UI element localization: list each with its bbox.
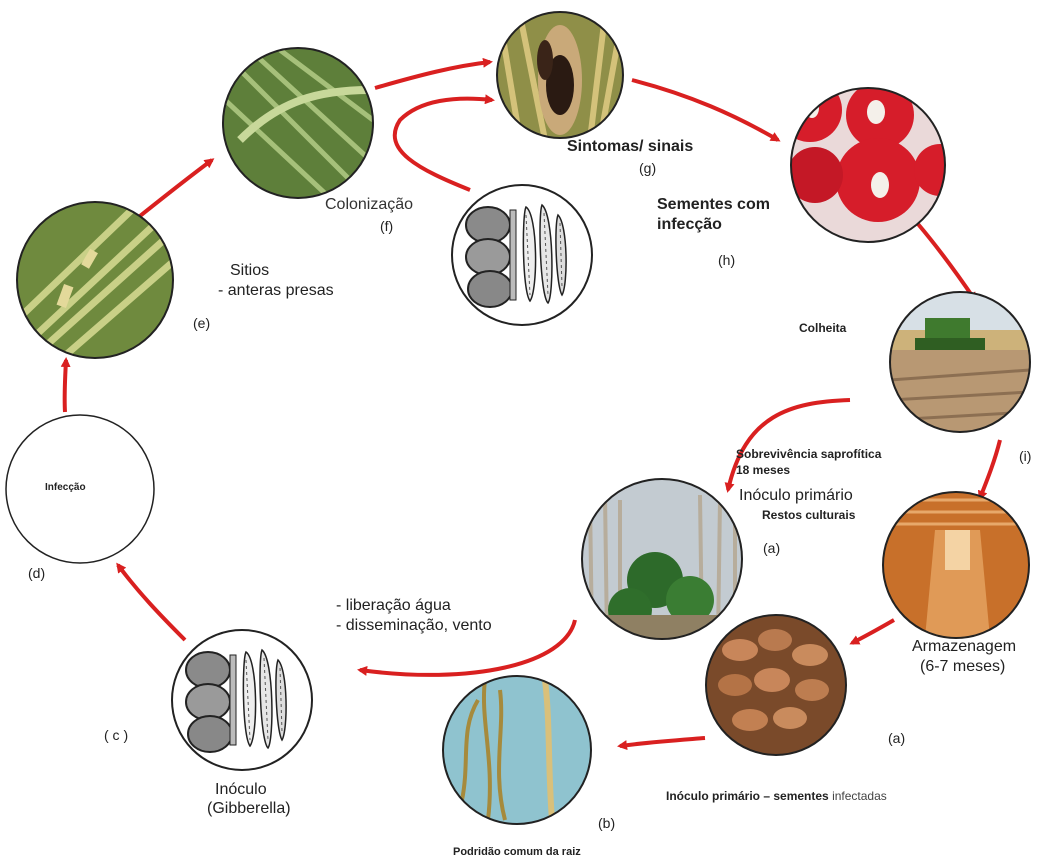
inoculo-primario-label: Inóculo primário bbox=[739, 487, 853, 505]
inoculo-sementes-label: Inóculo primário – sementes infectadas bbox=[666, 790, 887, 804]
b-letter: (b) bbox=[598, 815, 615, 831]
arrow-sementes-to-colheita bbox=[918, 224, 975, 300]
armazenagem-label-1: Armazenagem bbox=[912, 638, 1016, 656]
inoculo-sementes-light: infectadas bbox=[832, 789, 887, 803]
arrow-sementes-to-raiz bbox=[620, 738, 705, 746]
e-letter: (e) bbox=[193, 315, 210, 331]
arrow-infeccao-to-sitios bbox=[65, 360, 66, 412]
arrow-sintomas-to-sementes bbox=[632, 80, 778, 140]
a-letter-top: (a) bbox=[763, 540, 780, 556]
arrow-colonizacao-to-sintomas bbox=[375, 62, 490, 88]
colheita-photo bbox=[890, 292, 1030, 432]
colonizacao-label: Colonização bbox=[325, 196, 413, 214]
colheita-label: Colheita bbox=[799, 322, 846, 336]
f-letter: (f) bbox=[380, 218, 393, 234]
liberacao-label-1: - liberação água bbox=[336, 597, 451, 615]
sitios-label-2: - anteras presas bbox=[218, 282, 334, 300]
root-rot-photo bbox=[443, 676, 591, 824]
sementes-label-1: Sementes com bbox=[657, 196, 770, 214]
sementes-label-2: infecção bbox=[657, 216, 722, 234]
inoculo-label-2: (Gibberella) bbox=[207, 800, 291, 818]
colonizacao-drawing bbox=[452, 185, 592, 325]
arrow-colheita-to-armazenagem bbox=[980, 440, 1000, 498]
i-letter: (i) bbox=[1019, 448, 1031, 464]
sobrevivencia-label-1: Sobrevivência saprofítica bbox=[736, 448, 881, 462]
d-letter: (d) bbox=[28, 565, 45, 581]
h-letter: (h) bbox=[718, 252, 735, 268]
a-letter-bottom: (a) bbox=[888, 730, 905, 746]
wheat-grains-photo bbox=[706, 615, 846, 755]
armazenagem-label-2: (6-7 meses) bbox=[920, 658, 1005, 676]
sementes-infectadas-culture bbox=[778, 78, 966, 244]
c-letter: ( c ) bbox=[104, 727, 128, 743]
sitios-label-1: Sitios bbox=[230, 262, 269, 280]
g-letter: (g) bbox=[639, 160, 656, 176]
arrow-armazenagem-to-sementes bbox=[852, 620, 894, 643]
inoculo-gibberella-drawing bbox=[172, 630, 312, 770]
sintomas-photo bbox=[495, 10, 625, 140]
infeccao-label: Infecção bbox=[45, 482, 86, 494]
armazenagem-photo bbox=[883, 492, 1029, 638]
liberacao-label-2: - disseminação, vento bbox=[336, 617, 492, 635]
sintomas-label: Sintomas/ sinais bbox=[567, 138, 693, 156]
colonizacao-photo bbox=[223, 48, 373, 198]
arrow-inoculo-to-infeccao bbox=[118, 565, 185, 640]
sobrevivencia-label-2: 18 meses bbox=[736, 464, 790, 478]
inoculo-label-1: Inóculo bbox=[215, 781, 267, 799]
arrow-sitios-to-colonizacao bbox=[135, 160, 212, 220]
restos-culturais-photo bbox=[582, 479, 742, 640]
podridao-label: Podridão comum da raiz bbox=[453, 846, 581, 859]
arrow-drawing-to-sintomas bbox=[395, 99, 492, 190]
restos-culturais-label: Restos culturais bbox=[762, 509, 855, 523]
inoculo-sementes-bold: Inóculo primário – sementes bbox=[666, 789, 829, 803]
sitios-photo bbox=[17, 202, 175, 360]
